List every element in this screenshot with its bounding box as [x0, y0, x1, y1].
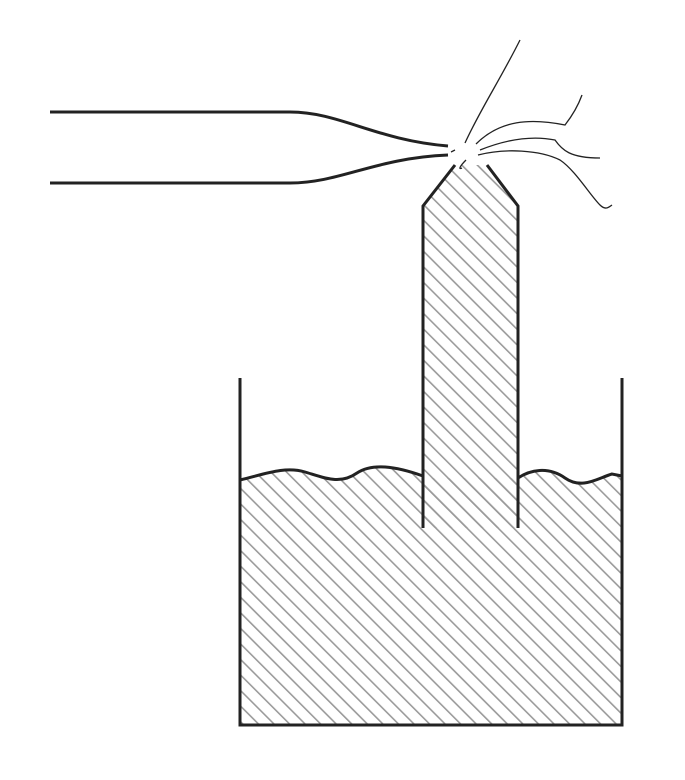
liquid-surface-right: [517, 469, 623, 485]
wick-outline: [421, 164, 520, 528]
nozzle-upper-edge: [50, 110, 449, 148]
container-outline: [238, 378, 624, 727]
spray-filament: [464, 39, 521, 144]
nozzle-lower-edge: [50, 153, 449, 185]
liquid-surface-left: [239, 465, 424, 482]
spray-filament: [477, 150, 613, 209]
spray-filaments: [450, 39, 613, 209]
spray-filament: [475, 94, 583, 145]
spray-filament: [459, 159, 467, 170]
spray-filament: [479, 137, 601, 159]
spray-filament: [450, 149, 456, 153]
wick-rod: [423, 165, 518, 528]
liquid-body: [240, 466, 622, 725]
